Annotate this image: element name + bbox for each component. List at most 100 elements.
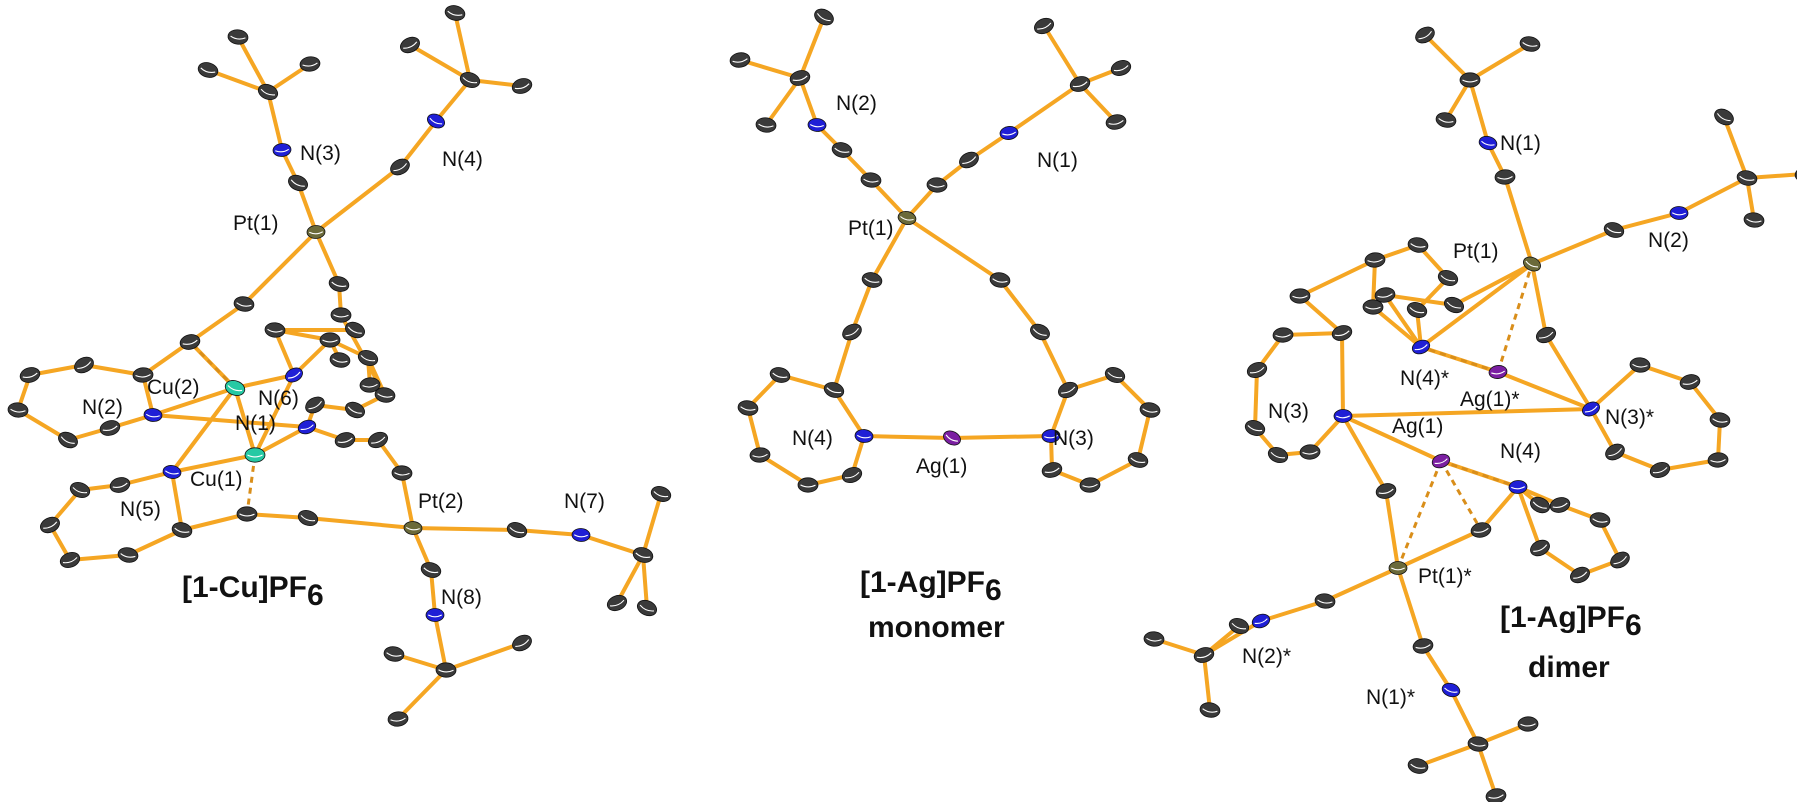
label-n2: N(2) xyxy=(836,92,877,115)
label-ag1-star: Ag(1)* xyxy=(1460,388,1520,411)
bond xyxy=(170,453,257,474)
carbon-atom xyxy=(1104,367,1126,383)
atom-ellipsoid xyxy=(1709,412,1731,428)
atom-ellipsoid xyxy=(1508,480,1528,494)
ellipsoid-principal-axis xyxy=(1746,218,1762,223)
ellipsoid-principal-axis xyxy=(102,425,118,432)
ellipsoid-principal-axis xyxy=(816,13,831,22)
atom-ellipsoid xyxy=(1530,539,1550,557)
atom-ellipsoid xyxy=(606,594,628,612)
bond xyxy=(746,406,762,457)
atom-ellipsoid xyxy=(297,419,317,435)
ellipsoid-principal-axis xyxy=(1231,622,1247,630)
bond xyxy=(170,470,184,532)
carbon-atom xyxy=(1679,374,1701,390)
atom-ellipsoid xyxy=(1669,206,1689,220)
label-n3: N(3) xyxy=(1268,400,1309,423)
atom-ellipsoid xyxy=(357,350,379,366)
atom-ellipsoid xyxy=(7,402,29,418)
carbon-atom xyxy=(1530,539,1550,557)
ellipsoid-principal-axis xyxy=(758,123,774,128)
atom-ellipsoid xyxy=(374,387,396,403)
carbon-atom xyxy=(400,36,420,54)
carbon-atom xyxy=(1041,462,1063,478)
ellipsoid-principal-axis xyxy=(1365,306,1381,310)
bond xyxy=(1298,258,1377,298)
nitrogen-atom xyxy=(854,429,874,443)
carbon-atom xyxy=(636,599,658,617)
ellipsoid-principal-axis xyxy=(300,424,314,431)
bond xyxy=(641,553,649,610)
bond xyxy=(1371,305,1423,349)
carbon-atom xyxy=(1519,36,1541,52)
atom-ellipsoid xyxy=(1069,76,1091,92)
atom-ellipsoid xyxy=(1736,170,1758,186)
atom-ellipsoid xyxy=(632,547,654,563)
nitrogen-atom xyxy=(999,126,1019,140)
atom-ellipsoid xyxy=(1535,326,1557,344)
atoms-cu xyxy=(7,5,672,727)
copper-atom xyxy=(244,447,266,463)
carbon-atom xyxy=(374,387,396,403)
platinum-atom xyxy=(1388,561,1408,575)
ellipsoid-principal-axis xyxy=(322,339,338,343)
ellipsoid-principal-axis xyxy=(1592,518,1608,523)
carbon-atom xyxy=(74,356,94,374)
ellipsoid-principal-axis xyxy=(1415,644,1431,649)
caption-ag-dimer-line2: dimer xyxy=(1528,651,1610,684)
atom-ellipsoid xyxy=(400,36,420,54)
carbon-atom xyxy=(236,506,258,522)
carbon-atom xyxy=(1267,446,1289,464)
bond xyxy=(1544,333,1593,411)
bond xyxy=(641,492,663,557)
label-n5: N(5) xyxy=(120,498,161,521)
ellipsoid-principal-axis xyxy=(260,88,276,96)
ellipsoid-principal-axis xyxy=(900,216,914,221)
ellipsoid-principal-axis xyxy=(1652,467,1668,474)
label-n7: N(7) xyxy=(564,490,605,513)
bond xyxy=(758,453,810,487)
atoms-ag-dimer xyxy=(1143,26,1797,802)
ellipsoid-principal-axis xyxy=(227,385,243,392)
caption-cu-main: [1-Cu]PF xyxy=(182,571,307,604)
atom-ellipsoid xyxy=(1407,237,1429,253)
carbon-atom xyxy=(345,401,365,419)
carbon-atom xyxy=(1364,252,1386,268)
bond xyxy=(273,328,296,377)
platinum-atom xyxy=(403,521,423,535)
atom-ellipsoid xyxy=(511,78,533,94)
ellipsoid-principal-axis xyxy=(639,604,654,612)
atom-ellipsoid xyxy=(99,420,121,436)
atom-ellipsoid xyxy=(1443,296,1465,314)
ellipsoid-principal-axis xyxy=(962,156,977,164)
atom-ellipsoid xyxy=(1406,302,1428,318)
bond xyxy=(950,434,1053,440)
ellipsoid-principal-axis xyxy=(62,557,78,564)
atom-ellipsoid xyxy=(306,225,326,239)
carbon-atom xyxy=(729,52,751,68)
carbon-atom xyxy=(506,522,528,538)
carbon-atom xyxy=(1299,444,1321,460)
ellipsoid-principal-axis xyxy=(332,358,348,363)
nitrogen-atom xyxy=(425,608,445,622)
bond xyxy=(188,340,237,390)
silver-atom xyxy=(1488,365,1508,379)
ellipsoid-principal-axis xyxy=(386,652,402,657)
ellipsoid-principal-axis xyxy=(1440,275,1456,282)
carbon-atom xyxy=(755,117,777,133)
bond xyxy=(1371,258,1377,309)
bond xyxy=(1396,528,1483,570)
carbon-atom xyxy=(737,400,759,416)
bond xyxy=(1396,566,1425,648)
carbon-atom xyxy=(132,367,154,383)
carbon-atom xyxy=(797,477,819,493)
label-n8: N(8) xyxy=(441,586,482,609)
bond xyxy=(1298,294,1344,335)
label-n3-star: N(3)* xyxy=(1605,406,1654,429)
atom-ellipsoid xyxy=(1333,409,1353,423)
ellipsoid-principal-axis xyxy=(438,669,454,673)
label-pt1-star: Pt(1)* xyxy=(1418,565,1472,588)
atom-ellipsoid xyxy=(459,72,481,88)
atom-ellipsoid xyxy=(1794,166,1797,182)
